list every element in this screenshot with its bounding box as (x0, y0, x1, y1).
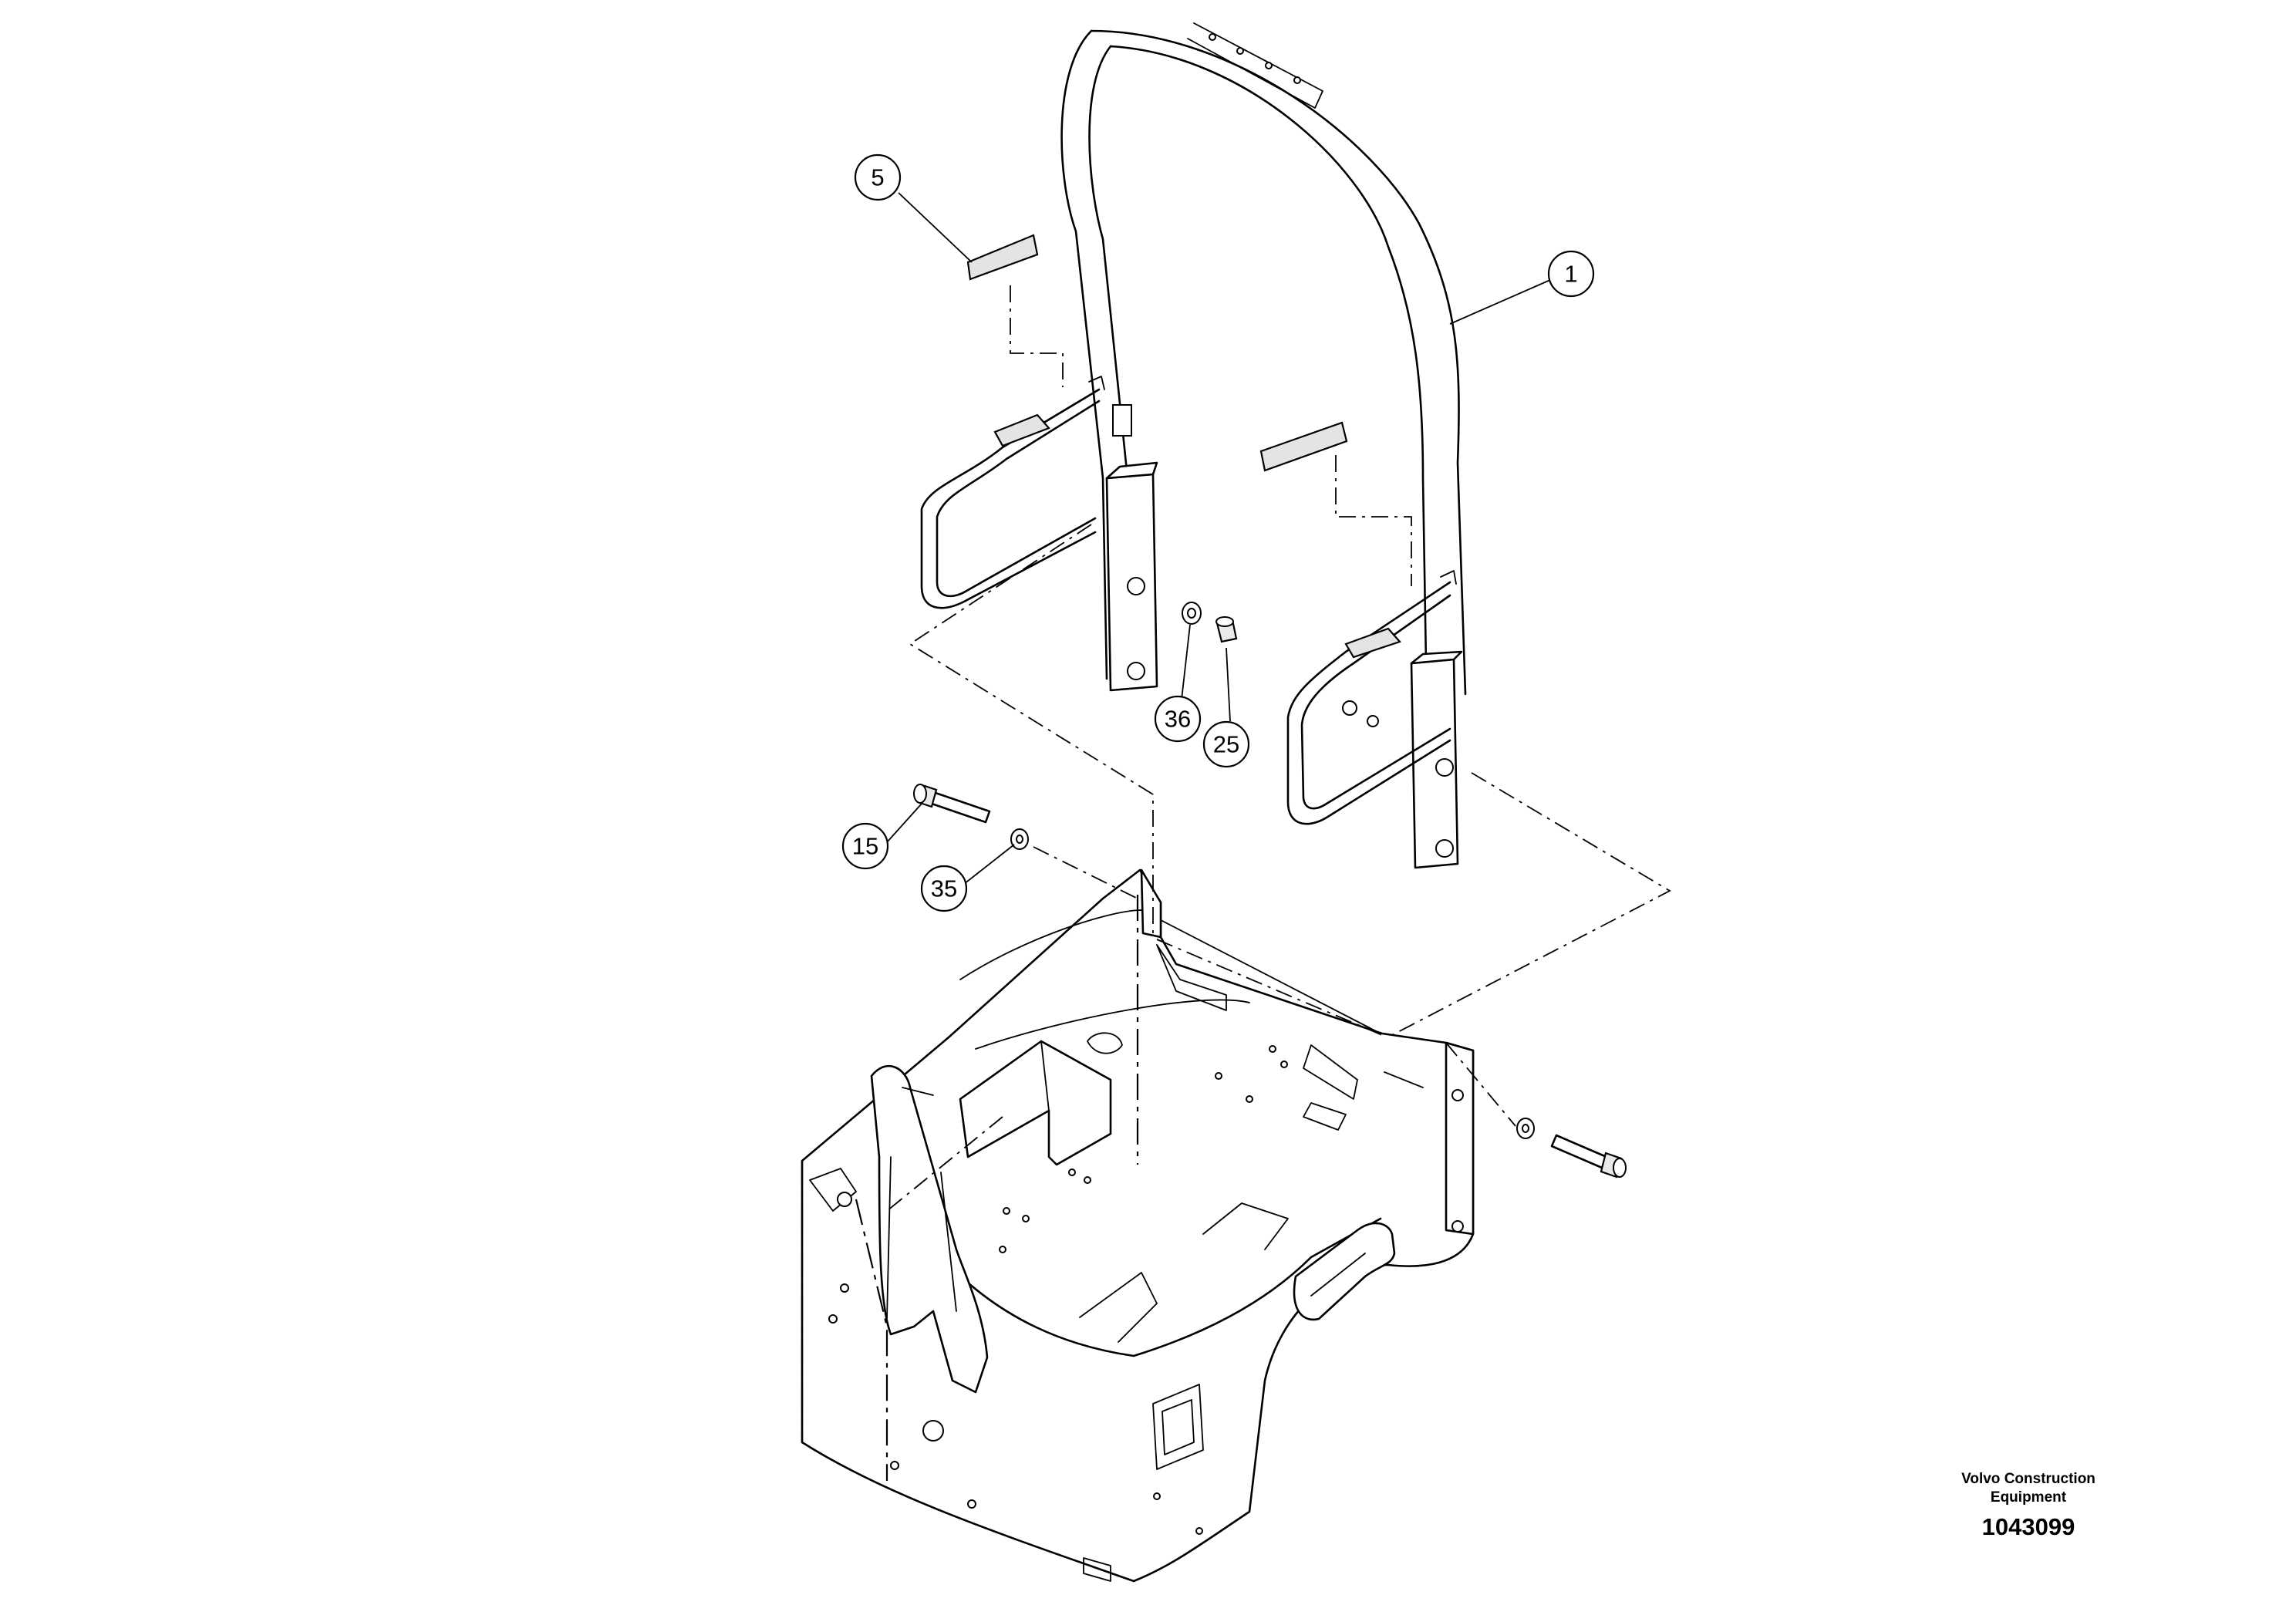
svg-text:1: 1 (1564, 261, 1577, 288)
step-pad-right (1259, 421, 1348, 472)
svg-text:15: 15 (852, 833, 878, 860)
svg-text:35: 35 (931, 875, 957, 902)
nut-25 (1215, 616, 1238, 643)
washer-36 (1182, 602, 1202, 625)
svg-text:5: 5 (871, 164, 884, 191)
step-pad-left (966, 234, 1039, 281)
top-bolt-row (1209, 33, 1301, 84)
callout-35: 35 (920, 865, 968, 912)
callout-15: 15 (841, 822, 889, 870)
callout-1: 1 (1547, 250, 1595, 298)
callout-36: 36 (1154, 695, 1202, 743)
title-block: Volvo Construction Equipment 1043099 (1928, 1470, 2129, 1543)
svg-text:25: 25 (1213, 731, 1239, 758)
company-name-line2: Equipment (1990, 1489, 2067, 1506)
washer-right-side (1516, 1118, 1535, 1139)
drawing-number: 1043099 (1981, 1513, 2075, 1540)
callout-25: 25 (1202, 720, 1250, 768)
callout-5: 5 (854, 153, 902, 201)
rops-frame (920, 22, 1467, 869)
bolt-15 (913, 784, 991, 824)
company-name-line1: Volvo Construction (1961, 1471, 2095, 1487)
assembly-leaders (886, 285, 1671, 1212)
floor-slots (999, 944, 1358, 1253)
washer-35 (1010, 828, 1029, 850)
bolt-right-side (1550, 1134, 1627, 1179)
chassis-frame (801, 868, 1475, 1583)
svg-text:36: 36 (1165, 706, 1191, 733)
